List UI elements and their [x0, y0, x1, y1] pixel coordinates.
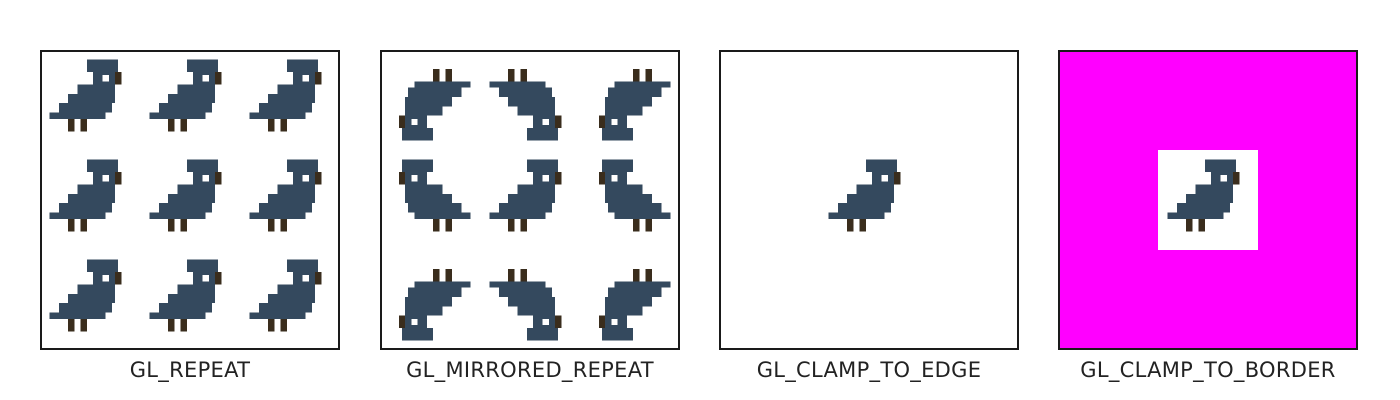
clamp-to-edge-texture-image	[719, 50, 1019, 350]
clamp-to-border-texture-image	[1058, 50, 1358, 350]
mirrored-repeat-texture-image	[380, 50, 680, 350]
repeat-wrap-preview	[40, 50, 340, 350]
texture-frame	[40, 50, 340, 350]
texture-frame	[719, 50, 1019, 350]
repeat-texture-image	[40, 50, 340, 350]
texture-frame	[380, 50, 680, 350]
caption-clamp-to-edge: GL_CLAMP_TO_EDGE	[756, 358, 982, 382]
clamp-to-edge-wrap-preview	[719, 50, 1019, 350]
caption-repeat: GL_REPEAT	[129, 358, 251, 382]
caption-clamp-to-border: GL_CLAMP_TO_BORDER	[1080, 358, 1336, 382]
mirrored-repeat-wrap-preview	[380, 50, 680, 350]
clamp-to-border-wrap-preview	[1058, 50, 1358, 350]
texture-frame	[1058, 50, 1358, 350]
caption-mirrored-repeat: GL_MIRRORED_REPEAT	[406, 358, 654, 382]
